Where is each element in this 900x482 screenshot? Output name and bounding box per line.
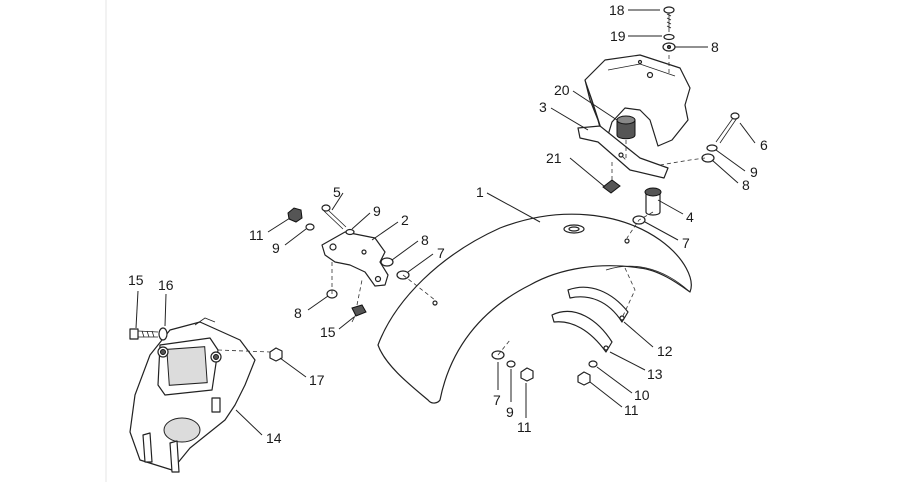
callout-2: 2 bbox=[401, 212, 409, 228]
callout-4: 4 bbox=[686, 209, 694, 225]
fender-hole bbox=[432, 300, 438, 306]
washer-9-part bbox=[706, 144, 718, 152]
callout-5: 5 bbox=[333, 184, 341, 200]
washer-8-part bbox=[380, 257, 394, 267]
callout-1: 1 bbox=[476, 184, 484, 200]
washer-9-part bbox=[345, 228, 355, 236]
callout-8: 8 bbox=[294, 305, 302, 321]
nut-11-part bbox=[287, 207, 303, 223]
plate-bracket-part bbox=[321, 231, 389, 287]
callout-7: 7 bbox=[682, 235, 690, 251]
callout-12: 12 bbox=[657, 343, 673, 359]
callout-8: 8 bbox=[711, 39, 719, 55]
screw-5-part bbox=[321, 204, 347, 230]
clip-nut-part bbox=[602, 179, 621, 194]
washer-10-part bbox=[588, 360, 598, 368]
callout-11: 11 bbox=[624, 402, 639, 418]
rubber-buffer-part bbox=[616, 115, 636, 140]
washer-9-part bbox=[305, 223, 315, 231]
reinforcement-strip-upper-part bbox=[567, 286, 629, 323]
callout-8: 8 bbox=[421, 232, 429, 248]
callout-18: 18 bbox=[609, 2, 625, 18]
nut-11-part bbox=[520, 367, 534, 382]
washer-9-part bbox=[506, 360, 516, 368]
callout-13: 13 bbox=[647, 366, 663, 382]
callout-labels: 18 19 8 20 3 6 9 8 21 1 4 7 5 9 11 2 9 8… bbox=[128, 2, 768, 446]
callout-11: 11 bbox=[517, 419, 532, 435]
fender-hole bbox=[624, 238, 630, 244]
license-plate-holder-part bbox=[129, 317, 256, 473]
callout-16: 16 bbox=[158, 277, 174, 293]
washer-16-part bbox=[158, 327, 168, 341]
callout-21: 21 bbox=[546, 150, 562, 166]
callout-9: 9 bbox=[750, 164, 758, 180]
nut-17-part bbox=[269, 347, 283, 362]
screw-6-part bbox=[715, 112, 740, 144]
callout-8: 8 bbox=[742, 177, 750, 193]
bolt-15-part bbox=[129, 328, 159, 340]
washer-19-part bbox=[663, 33, 675, 41]
rear-fender-part bbox=[377, 213, 692, 404]
screw-15-part bbox=[351, 304, 367, 323]
nut-11-part bbox=[577, 371, 591, 386]
callout-10: 10 bbox=[634, 387, 650, 403]
screw-18-part bbox=[663, 6, 675, 32]
callout-15: 15 bbox=[128, 272, 144, 288]
callout-6: 6 bbox=[760, 137, 768, 153]
callout-7: 7 bbox=[493, 392, 501, 408]
callout-19: 19 bbox=[610, 28, 626, 44]
callout-7: 7 bbox=[437, 245, 445, 261]
callout-11: 11 bbox=[249, 227, 264, 243]
callout-3: 3 bbox=[539, 99, 547, 115]
upper-support-bracket-part bbox=[577, 54, 691, 179]
leader-lines bbox=[135, 9, 756, 436]
assembly-dashed-lines bbox=[217, 55, 706, 356]
callout-9: 9 bbox=[373, 203, 381, 219]
callout-9: 9 bbox=[272, 240, 280, 256]
callout-20: 20 bbox=[554, 82, 570, 98]
callout-15: 15 bbox=[320, 324, 336, 340]
callout-9: 9 bbox=[506, 404, 514, 420]
reinforcement-strip-lower-part bbox=[551, 310, 613, 353]
callout-17: 17 bbox=[309, 372, 325, 388]
callout-14: 14 bbox=[266, 430, 282, 446]
buffer-post-part bbox=[644, 187, 662, 216]
